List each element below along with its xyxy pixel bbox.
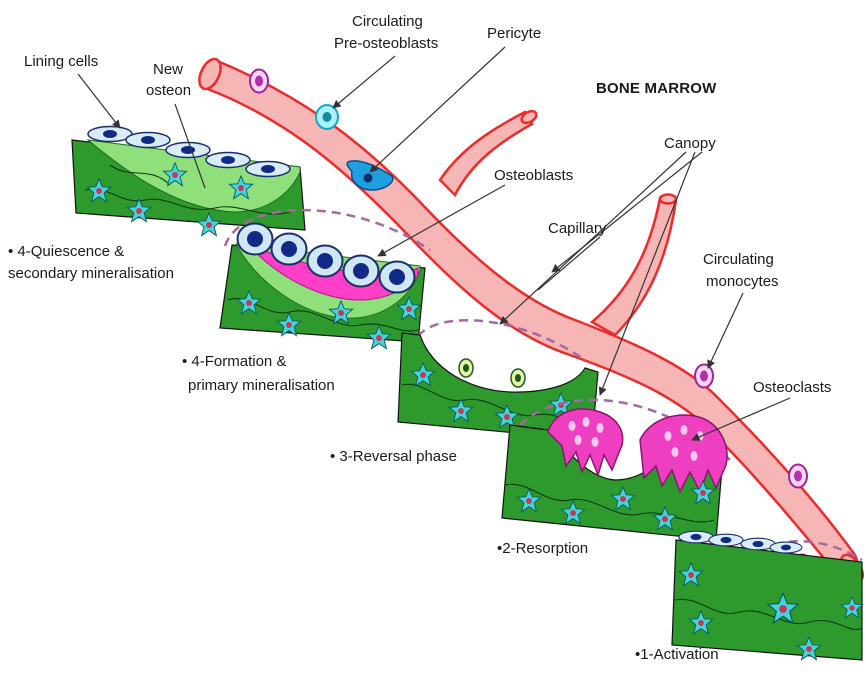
formation-bone-block	[220, 210, 430, 349]
label-circulating-pre-osteoblasts-line2: Pre-osteoblasts	[334, 35, 438, 52]
label-new-osteon-line2: osteon	[146, 82, 191, 99]
phase-quiescence-line1: • 4-Quiescence &	[8, 243, 124, 260]
phase-activation: •1-Activation	[635, 646, 719, 663]
pre-osteoblast-icon	[316, 105, 338, 129]
label-osteoblasts: Osteoblasts	[494, 167, 573, 184]
label-osteoclasts: Osteoclasts	[753, 379, 831, 396]
label-new-osteon-line1: New	[153, 61, 183, 78]
phase-formation-line2: primary mineralisation	[188, 377, 335, 394]
circulating-monocyte-icon	[789, 465, 807, 488]
reversal-cell-icon	[459, 359, 473, 377]
label-canopy: Canopy	[664, 135, 716, 152]
phase-quiescence-line2: secondary mineralisation	[8, 265, 174, 282]
label-capillary: Capillary	[548, 220, 607, 237]
phase-reversal: • 3-Reversal phase	[330, 448, 457, 465]
circulating-monocyte-icon	[250, 70, 268, 93]
vessel-branch-capillary	[592, 198, 676, 335]
osteoblast-icon	[272, 234, 307, 265]
osteoblast-icon	[344, 256, 379, 287]
title-bone-marrow: BONE MARROW	[596, 80, 717, 97]
pericyte-icon	[347, 161, 393, 190]
label-lining-cells: Lining cells	[24, 53, 98, 70]
circulating-monocyte-icon	[695, 365, 713, 388]
phase-formation-line1: • 4-Formation &	[182, 353, 286, 370]
label-circulating-monocytes-line1: Circulating	[703, 251, 774, 268]
reversal-cell-icon	[511, 369, 525, 387]
label-circulating-pre-osteoblasts-line1: Circulating	[352, 13, 423, 30]
label-pericyte: Pericyte	[487, 25, 541, 42]
phase-resorption: •2-Resorption	[497, 540, 588, 557]
osteoblast-icon	[308, 246, 343, 277]
osteoblast-icon	[238, 224, 273, 255]
osteoblast-icon	[380, 262, 415, 293]
label-circulating-monocytes-line2: monocytes	[706, 273, 779, 290]
